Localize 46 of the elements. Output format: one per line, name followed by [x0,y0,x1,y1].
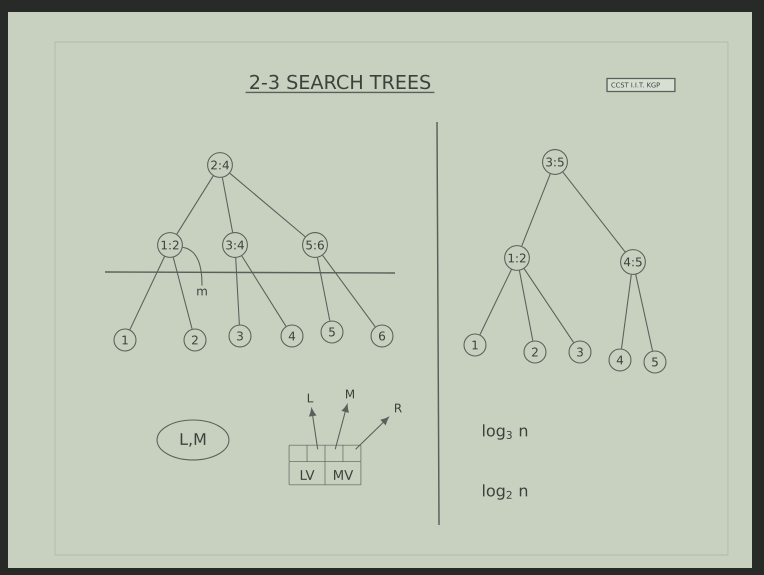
tree-node: 3 [228,324,252,348]
tree-node: 2 [183,328,207,352]
tree-node: 4:5 [620,249,646,275]
arrow [355,416,389,450]
tree-node: 6 [370,324,394,348]
tree-node: 5 [320,320,344,344]
tree-node: 4 [608,348,632,372]
tree-edge [176,176,214,234]
tree-node: 3:5 [542,149,568,175]
tree-node: 4 [280,324,304,348]
tree-edge [222,178,234,232]
formula-text: log$_{2}$ n [483,484,528,500]
tree-node: 5:6 [302,232,328,258]
tree-edge [635,274,654,351]
tree-node: 2 [523,340,546,364]
node-label: M [346,390,354,398]
tree-edge [235,258,240,324]
node-label: R [395,404,402,412]
tree-edge [524,268,574,343]
formula-text: log$_{3}$ n [483,424,528,440]
tree-edge [230,172,306,238]
tree-node: 1 [463,333,486,356]
arrow [309,408,318,450]
tree-edge [241,256,286,326]
tree-node: 5 [643,350,666,374]
record-box: LV MV [288,444,362,486]
tree-edge [620,274,632,349]
tree-node: 1:2 [504,245,530,271]
curved-line [182,246,203,286]
tree-edge [322,255,376,328]
node-label: L [308,394,314,402]
tree-edge [521,174,551,246]
tree-edge [480,269,512,335]
tree-node: 1:2 [157,232,183,258]
tree-edge [172,257,193,329]
tree-node: 3 [568,340,592,364]
tree-node: 1 [113,328,137,352]
tree-edge [129,256,165,330]
arrow [334,404,349,450]
tree-node: 2:4 [207,152,233,178]
tree-node: 3:4 [222,232,248,258]
node-label: m [197,288,207,296]
tree-edge [562,172,626,252]
tree-edge [518,270,534,341]
title: 2-3 SEARCH TREES [250,74,430,90]
tree-edge [316,258,330,321]
